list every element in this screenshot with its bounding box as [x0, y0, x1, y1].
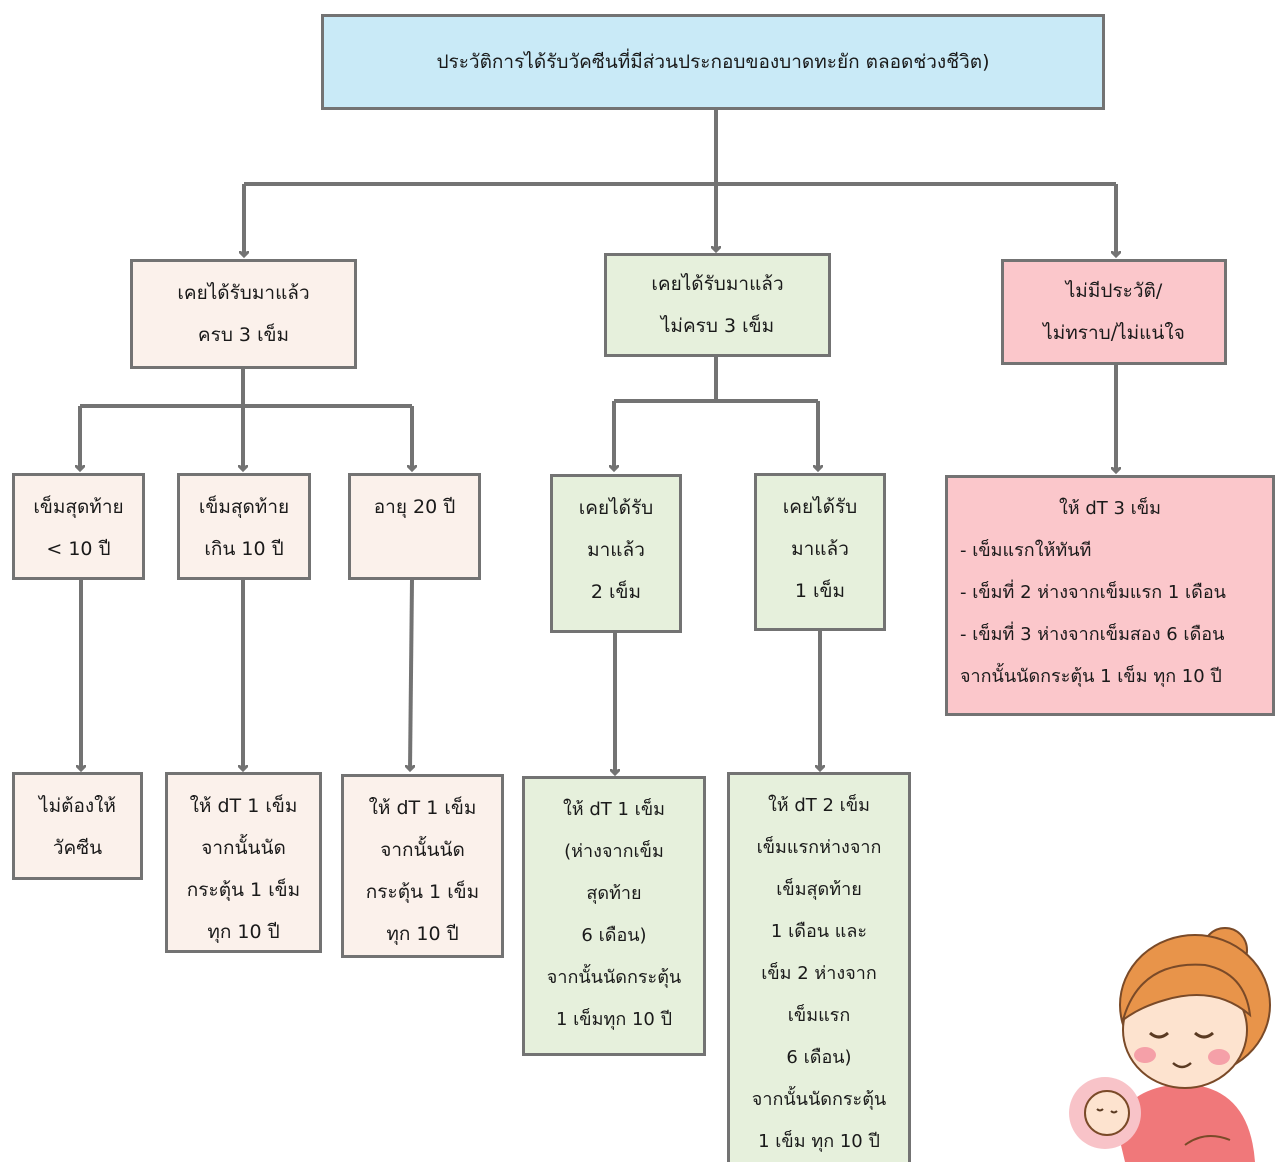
unknown-result-line-4: - เข็มที่ 3 ห่างจากเข็มสอง 6 เดือน [960, 624, 1225, 645]
over10-box: เข็มสุดท้าย เกิน 10 ปี [177, 473, 311, 580]
over10-result-line-4: ทุก 10 ปี [207, 921, 280, 943]
less10-box: เข็มสุดท้าย < 10 ปี [12, 473, 145, 580]
age20-result-line-2: จากนั้นนัด [380, 839, 465, 861]
over10-line-1: เข็มสุดท้าย [198, 496, 290, 518]
hair-fringe [1121, 963, 1252, 1023]
one-dose-box: เคยได้รับ มาแล้ว 1 เข็ม [754, 473, 886, 631]
age20-box: อายุ 20 ปี [348, 473, 481, 580]
over10-result-box: ให้ dT 1 เข็ม จากนั้นนัด กระตุ้น 1 เข็ม … [165, 772, 322, 953]
age20-result-line-3: กระตุ้น 1 เข็ม [365, 881, 480, 903]
two-doses-line-1: เคยได้รับ [578, 497, 654, 519]
age20-line-1: อายุ 20 ปี [373, 496, 456, 518]
less10-result-box: ไม่ต้องให้ วัคซีน [12, 772, 143, 880]
two-doses-line-3: 2 เข็ม [590, 581, 642, 603]
two-doses-result-line-4: 6 เดือน) [581, 925, 647, 946]
root-box: ประวัติการได้รับวัคซีนที่มีส่วนประกอบของ… [321, 14, 1105, 110]
arm [1184, 1135, 1231, 1146]
unknown-result-line-1: ให้ dT 3 เข็ม [1058, 498, 1161, 519]
age20-result-line-4: ทุก 10 ปี [386, 923, 459, 945]
two-doses-result-line-1: ให้ dT 1 เข็ม [562, 799, 665, 820]
one-dose-result-line-2: เข็มแรกห่างจาก [756, 837, 882, 858]
two-doses-result-line-3: สุดท้าย [586, 883, 642, 904]
over10-result-line-2: จากนั้นนัด [201, 837, 286, 859]
two-doses-result-box: ให้ dT 1 เข็ม (ห่างจากเข็ม สุดท้าย 6 เดื… [522, 776, 706, 1056]
arrow-age20-result [410, 579, 412, 770]
less10-line-1: เข็มสุดท้าย [33, 496, 124, 518]
baby-eye-left [1096, 1108, 1104, 1112]
incomplete-box: เคยได้รับมาแล้ว ไม่ครบ 3 เข็ม [604, 253, 831, 357]
one-dose-result-line-1: ให้ dT 2 เข็ม [767, 795, 870, 816]
unknown-line-1: ไม่มีประวัติ/ [1065, 280, 1163, 302]
body-shape [1115, 1084, 1255, 1162]
complete-line-2: ครบ 3 เข็ม [197, 324, 290, 346]
one-dose-result-line-3: เข็มสุดท้าย [776, 879, 862, 900]
over10-line-2: เกิน 10 ปี [204, 538, 284, 560]
over10-result-line-1: ให้ dT 1 เข็ม [189, 795, 298, 817]
unknown-result-box: ให้ dT 3 เข็ม - เข็มแรกให้ทันที - เข็มที… [945, 475, 1275, 716]
one-dose-result-line-8: จากนั้นนัดกระตุ้น [751, 1089, 887, 1110]
right-cheek [1208, 1049, 1230, 1065]
unknown-result-line-2: - เข็มแรกให้ทันที [960, 540, 1092, 561]
incomplete-line-1: เคยได้รับมาแล้ว [651, 273, 784, 295]
pregnant-woman-illustration [1069, 927, 1271, 1162]
unknown-result-line-5: จากนั้นนัดกระตุ้น 1 เข็ม ทุก 10 ปี [960, 666, 1222, 687]
two-doses-line-2: มาแล้ว [587, 539, 645, 561]
one-dose-result-line-7: 6 เดือน) [786, 1047, 852, 1068]
smile [1172, 1062, 1192, 1069]
complete-line-1: เคยได้รับมาแล้ว [177, 282, 310, 304]
one-dose-result-line-6: เข็มแรก [787, 1005, 851, 1026]
less10-result-line-1: ไม่ต้องให้ [39, 795, 116, 817]
unknown-line-2: ไม่ทราบ/ไม่แน่ใจ [1043, 322, 1185, 344]
right-eye [1194, 1031, 1214, 1039]
one-dose-line-1: เคยได้รับ [782, 496, 858, 518]
age20-result-box: ให้ dT 1 เข็ม จากนั้นนัด กระตุ้น 1 เข็ม … [341, 774, 504, 958]
unknown-result-line-3: - เข็มที่ 2 ห่างจากเข็มแรก 1 เดือน [960, 582, 1226, 603]
age20-result-line-1: ให้ dT 1 เข็ม [368, 797, 477, 819]
one-dose-result-line-5: เข็ม 2 ห่างจาก [761, 963, 877, 984]
two-doses-result-line-5: จากนั้นนัดกระตุ้น [546, 967, 682, 988]
baby-eye-right [1110, 1110, 1118, 1114]
one-dose-line-2: มาแล้ว [791, 538, 849, 560]
baby-face [1084, 1090, 1130, 1136]
root-text: ประวัติการได้รับวัคซีนที่มีส่วนประกอบของ… [436, 51, 990, 73]
complete-box: เคยได้รับมาแล้ว ครบ 3 เข็ม [130, 259, 357, 369]
two-doses-box: เคยได้รับ มาแล้ว 2 เข็ม [550, 474, 682, 633]
incomplete-line-2: ไม่ครบ 3 เข็ม [660, 315, 775, 337]
one-dose-line-3: 1 เข็ม [794, 580, 846, 602]
less10-line-2: < 10 ปี [46, 538, 111, 560]
left-cheek [1134, 1047, 1156, 1063]
one-dose-result-line-4: 1 เดือน และ [770, 921, 868, 942]
two-doses-result-line-6: 1 เข็มทุก 10 ปี [555, 1009, 673, 1030]
one-dose-result-box: ให้ dT 2 เข็ม เข็มแรกห่างจาก เข็มสุดท้าย… [727, 772, 911, 1162]
less10-result-line-2: วัคซีน [52, 837, 103, 859]
left-eye [1149, 1031, 1169, 1039]
one-dose-result-line-9: 1 เข็ม ทุก 10 ปี [758, 1131, 880, 1152]
two-doses-result-line-2: (ห่างจากเข็ม [564, 841, 664, 862]
over10-result-line-3: กระตุ้น 1 เข็ม [186, 879, 301, 901]
unknown-box: ไม่มีประวัติ/ ไม่ทราบ/ไม่แน่ใจ [1001, 259, 1227, 365]
